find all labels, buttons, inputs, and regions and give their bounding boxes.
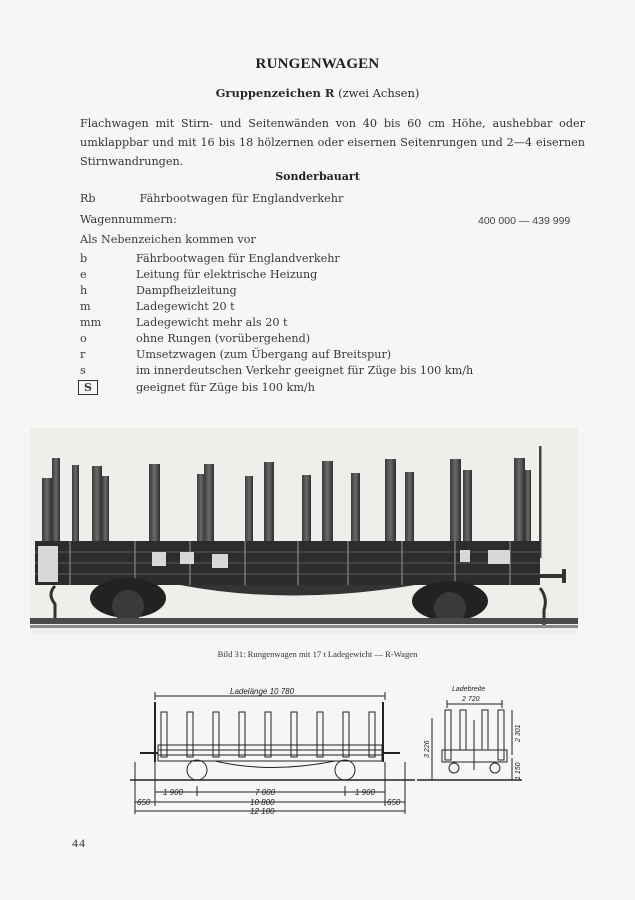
intro-paragraph: Flachwagen mit Stirn- und Seitenwänden v… [80,117,585,168]
end-elevation-drawing: Ladebreite 2 720 3 226 2 301 1 150 [412,680,532,795]
code-description: Ladegewicht mehr als 20 t [136,316,288,329]
code-letter: r [80,348,86,361]
frame-length-label: 10 800 [250,798,275,807]
code-description: ohne Rungen (vorübergehend) [136,332,311,345]
special-type-description: Fährbootwagen für Englandverkehr [139,192,344,205]
page-number: 44 [72,836,86,850]
code-letter: m [80,300,91,313]
figure-caption: Bild 31: Rungenwagen mit 17 t Ladegewich… [217,649,418,659]
code-description: Ladegewicht 20 t [136,300,235,313]
overhang-left-label: 650 [137,798,151,807]
list-item: r Umsetzwagen (zum Übergang auf Breitspur… [80,348,391,361]
floor-height-value: 1 150 [515,762,522,780]
list-item: o ohne Rungen (vorübergehend) [80,332,310,345]
dim-center-label: 7 000 [255,788,276,797]
group-subtitle: Gruppenzeichen R (zwei Achsen) [0,86,635,100]
list-item: h Dampfheizleitung [80,284,237,297]
wagon-numbers-label: Wagennummern: [80,213,177,226]
total-length-label: 12 100 [250,807,275,816]
code-letter: o [80,332,87,345]
special-type-code: Rb [80,192,96,205]
code-letter: e [80,268,87,281]
wagon-photograph [30,428,578,634]
total-height-value: 3 226 [424,740,431,758]
list-item: s im innerdeutschen Verkehr geeignet für … [80,364,473,377]
list-item: e Leitung für elektrische Heizung [80,268,317,281]
code-letter: h [80,284,88,297]
stake-wagon-image [30,428,578,634]
group-code-label: Gruppenzeichen R [215,86,335,100]
list-item: b Fährbootwagen für Englandverkehr [80,252,340,265]
stake-height-value: 2 301 [515,724,522,743]
special-type-row: Rb Fährbootwagen für Englandverkehr [80,192,343,205]
code-description: im innerdeutschen Verkehr geeignet für Z… [136,364,474,377]
side-elevation-drawing: Ladelänge 10 780 1 900 7 000 1 900 650 6… [130,682,420,817]
load-width-label: Ladebreite [452,686,485,693]
end-elevation-diagram: Ladebreite 2 720 3 226 2 301 1 150 [417,686,522,781]
code-letter: s [80,364,86,377]
load-length-label: Ladelänge 10 780 [230,687,295,696]
dim-left-label: 1 900 [163,788,184,797]
code-description: Dampfheizleitung [136,284,237,297]
boxed-code-letter: S [78,380,98,395]
dim-right-label: 1 900 [355,788,376,797]
code-letter: b [80,252,88,265]
list-item: m Ladegewicht 20 t [80,300,235,313]
secondary-codes-intro: Als Nebenzeichen kommen vor [80,233,256,246]
load-width-value: 2 720 [461,696,480,703]
code-description: geeignet für Züge bis 100 km/h [136,381,315,394]
code-description: Leitung für elektrische Heizung [136,268,318,281]
wagon-numbers-value: 400 000 — 439 999 [478,215,571,227]
code-description: Fährbootwagen für Englandverkehr [136,252,340,265]
page-title: RUNGENWAGEN [255,56,380,72]
special-type-heading: Sonderbauart [275,170,360,183]
code-description: Umsetzwagen (zum Übergang auf Breitspur) [136,348,392,361]
code-letter: mm [80,316,102,329]
list-item: mm Ladegewicht mehr als 20 t [80,316,288,329]
axle-count-note: (zwei Achsen) [338,86,420,100]
side-elevation-diagram: Ladelänge 10 780 1 900 7 000 1 900 650 6… [130,687,415,816]
overhang-right-label: 650 [387,798,401,807]
